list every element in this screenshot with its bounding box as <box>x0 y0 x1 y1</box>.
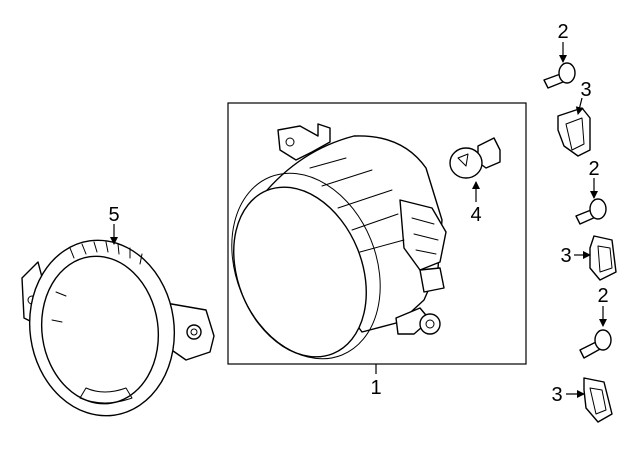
lamp-lens-bezel <box>231 172 381 360</box>
callout-fog-lamp: 1 <box>370 377 381 399</box>
nut-top-face <box>565 117 585 151</box>
callout-nut-top: 3 <box>580 79 591 101</box>
fog-lamp-frame <box>227 102 527 365</box>
callout-screw-bottom: 2 <box>597 285 608 307</box>
lamp-housing-ribs <box>309 157 405 253</box>
callout-bulb: 4 <box>470 204 481 226</box>
callout-nut-bottom: 3 <box>551 384 562 406</box>
nut-bottom-body <box>583 377 613 423</box>
lamp-connector <box>399 199 447 271</box>
lamp-connector-ribs <box>411 217 439 255</box>
screw-middle-head <box>589 198 607 220</box>
nut-top-leader <box>575 97 584 115</box>
lamp-latch <box>419 267 445 293</box>
nut-middle-body <box>589 235 617 281</box>
screw-bottom-drawing <box>579 329 612 359</box>
lamp-top-bracket <box>277 123 331 161</box>
lamp-housing <box>261 135 443 333</box>
callout-bezel: 5 <box>108 204 119 226</box>
nut-middle-drawing <box>589 235 617 281</box>
bezel-ring-drawing <box>21 239 215 417</box>
nut-bottom-drawing <box>583 377 613 423</box>
bezel-right-tab-boss <box>186 324 202 340</box>
nut-middle-face <box>597 245 613 273</box>
bulb-drawing <box>449 137 501 179</box>
lamp-bottom-boss <box>419 313 441 335</box>
bezel-ribs <box>69 241 143 265</box>
nut-top-drawing <box>557 107 591 157</box>
screw-top-drawing <box>543 62 576 89</box>
bulb-filament <box>457 153 469 167</box>
screw-middle-drawing <box>575 198 607 225</box>
fog-lamp-drawing <box>231 123 447 360</box>
nut-bottom-face <box>589 387 607 415</box>
lamp-top-bracket-hole <box>285 137 295 147</box>
callout-screw-top: 2 <box>557 21 568 43</box>
screw-bottom-head <box>594 329 612 351</box>
callout-nut-middle: 3 <box>560 245 571 267</box>
bezel-right-tab-hole <box>190 328 198 336</box>
callout-screw-middle: 2 <box>588 158 599 180</box>
bezel-inner-details <box>51 291 67 323</box>
bezel-lower-flange <box>79 387 133 404</box>
lamp-bottom-boss-hole <box>425 319 435 329</box>
screw-top-head <box>558 62 576 84</box>
